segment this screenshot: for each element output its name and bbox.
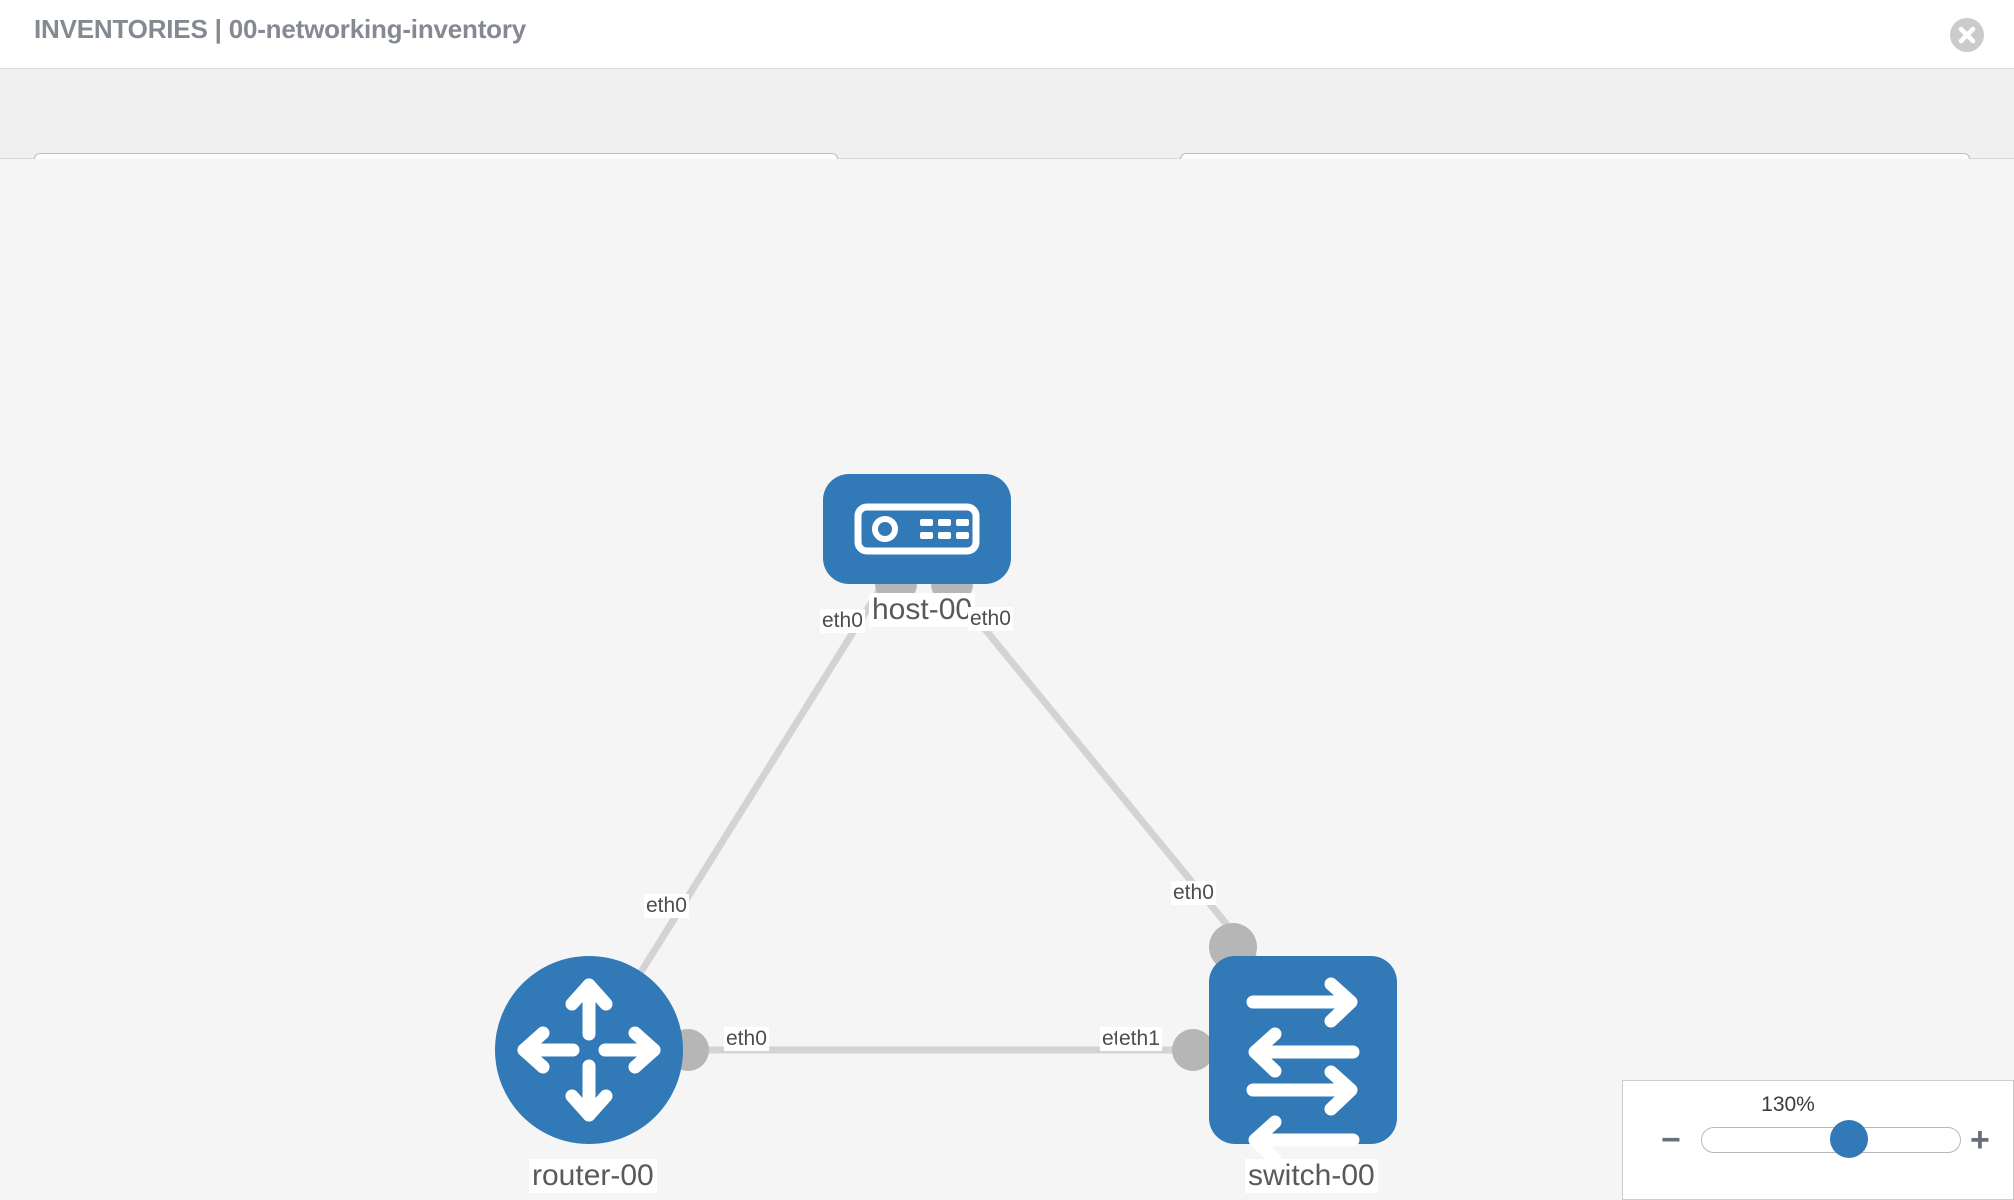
- node-label-host: host-00: [869, 593, 976, 627]
- zoom-slider-thumb[interactable]: [1829, 1120, 1868, 1158]
- topology-connectors: [667, 563, 1257, 1071]
- zoom-in-button[interactable]: +: [1970, 1121, 1990, 1159]
- zoom-control: 130% − +: [1622, 1080, 2014, 1200]
- edge-label-router-side: eth0: [724, 1027, 769, 1051]
- page-header: INVENTORIES | 00-networking-inventory: [0, 0, 2014, 69]
- node-label-router: router-00: [529, 1159, 657, 1193]
- node-switch-00[interactable]: [1209, 956, 1397, 1166]
- node-router-00[interactable]: [495, 956, 683, 1144]
- connector-switch-side: [1172, 1029, 1214, 1071]
- node-label-switch: switch-00: [1245, 1159, 1378, 1193]
- edge-label-switch-side-b: eth1: [1117, 1027, 1162, 1051]
- close-icon[interactable]: [1950, 18, 1984, 52]
- topology-canvas[interactable]: host-00 router-00 switch-00 eth0 eth0 et…: [0, 159, 2014, 1200]
- node-host-00[interactable]: [823, 474, 1011, 584]
- edge-label-host-left: eth0: [820, 609, 865, 633]
- edge-label-router-uplink: eth0: [644, 894, 689, 918]
- edge-label-host-right: eth0: [968, 607, 1013, 631]
- toolbar: ACTIONS SEARCH: [0, 69, 2014, 205]
- topology-links: [618, 586, 1258, 1054]
- topology-graph: [495, 474, 1397, 1166]
- zoom-level-label: 130%: [1761, 1093, 1815, 1116]
- link-router-host: [618, 587, 883, 1006]
- zoom-out-button[interactable]: −: [1661, 1121, 1681, 1159]
- edge-label-switch-uplink: eth0: [1171, 881, 1216, 905]
- page-title: INVENTORIES | 00-networking-inventory: [34, 14, 527, 44]
